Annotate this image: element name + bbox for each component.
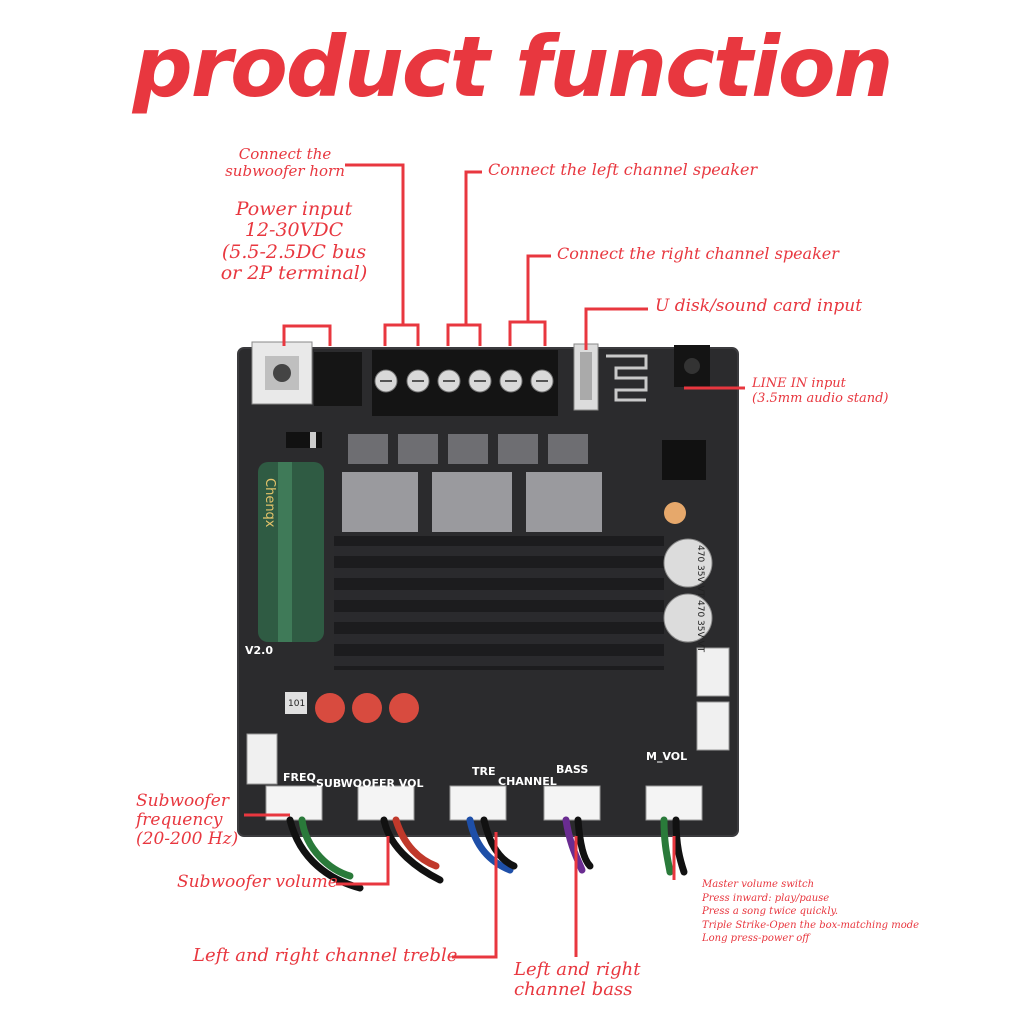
cap1-text: 470 35V VT [695, 545, 705, 598]
label-line-in-line1: LINE IN input [752, 376, 846, 391]
label-master-line5: Long press-power off [702, 933, 810, 944]
label-sub-freq-line1: Subwoofer [136, 791, 229, 811]
silk-tre: TRE [472, 765, 496, 778]
label-sub-freq-line3: (20-200 Hz) [136, 829, 239, 850]
label-power-input-line2: 12-30VDC [244, 219, 344, 242]
label-line-in-line2: (3.5mm audio stand) [752, 390, 889, 406]
label-power-input-line3: (5.5-2.5DC bus [221, 240, 367, 263]
label-udisk: U disk/sound card input [655, 296, 863, 316]
silk-channel: CHANNEL [498, 775, 557, 788]
silk-freq: FREQ [283, 771, 316, 784]
label-master-line4: Triple Strike-Open the box-matching mode [702, 919, 920, 931]
label-left-speaker: Connect the left channel speaker [488, 160, 758, 179]
silk-version: V2.0 [245, 644, 273, 657]
label-power-input-line1: Power input [235, 198, 353, 220]
label-treble: Left and right channel treble [193, 945, 458, 966]
silk-bass: BASS [556, 763, 588, 776]
label-line-in: LINE IN input (3.5mm audio stand) [752, 376, 889, 406]
label-bass: Left and right channel bass [514, 959, 641, 1001]
heatsink [334, 536, 664, 670]
dc-jack [251, 341, 313, 405]
label-power-input: Power input 12-30VDC (5.5-2.5DC bus or 2… [214, 198, 374, 284]
label-bass-line2: channel bass [514, 979, 633, 1001]
label-master-volume: Master volume switch Press inward: play/… [702, 878, 919, 946]
label-power-input-line4: or 2P terminal) [220, 261, 368, 284]
label-subwoofer-horn-line2: subwoofer horn [225, 161, 345, 180]
power-terminal [314, 352, 362, 406]
label-subwoofer-horn: Connect the subwoofer horn [210, 146, 360, 180]
silk-m-vol: M_VOL [646, 750, 687, 763]
silk-subwoofer-vol: SUBWOOFER VOL [316, 777, 423, 790]
label-sub-freq-line2: frequency [136, 810, 223, 831]
label-master-line3: Press a song twice quickly. [702, 906, 839, 917]
cap2-text: 470 35V VT [695, 600, 705, 653]
label-subwoofer-frequency: Subwoofer frequency (20-200 Hz) [136, 791, 239, 850]
page-title: product function [132, 18, 894, 116]
label-subwoofer-volume: Subwoofer volume [177, 872, 338, 892]
speaker-terminals [372, 350, 558, 416]
label-master-line2: Press inward: play/pause [702, 892, 830, 904]
label-subwoofer-horn-line1: Connect the [238, 145, 332, 163]
cap-brand-text: Chenqx [262, 478, 277, 528]
label-right-speaker: Connect the right channel speaker [557, 244, 839, 263]
label-bass-line1: Left and right [514, 959, 641, 980]
label-master-line1: Master volume switch [702, 879, 815, 890]
silk-inductor: 101 [288, 699, 305, 709]
